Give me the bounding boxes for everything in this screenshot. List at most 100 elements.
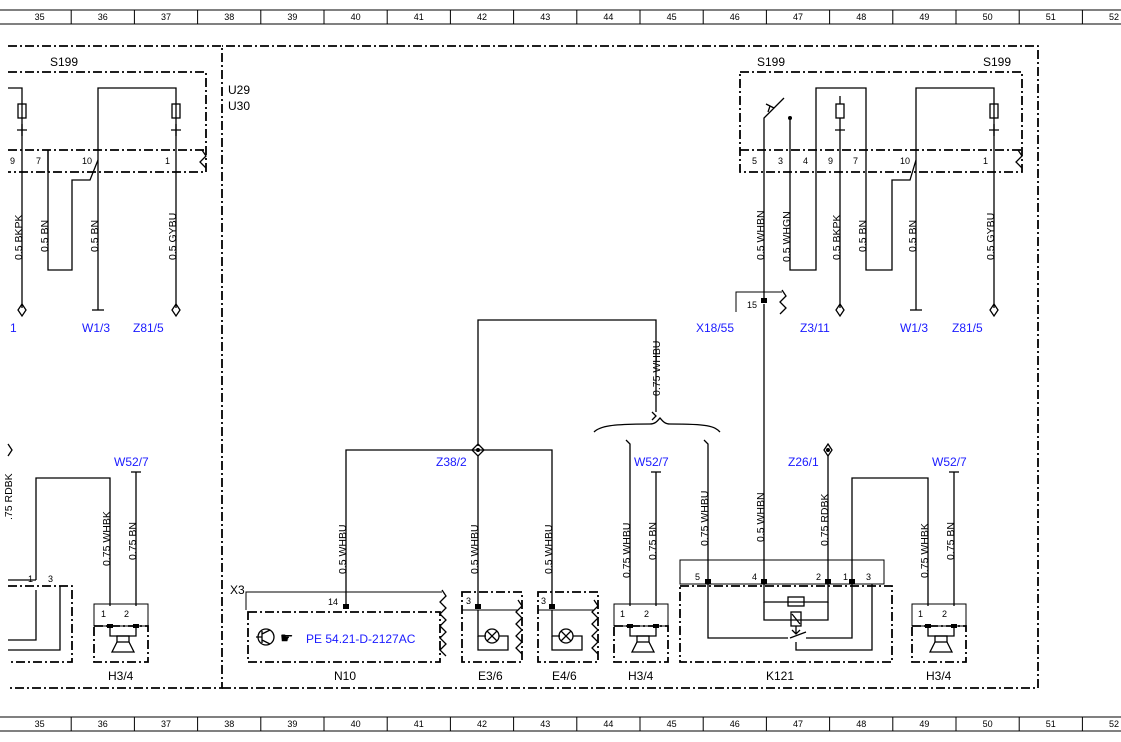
lamp-e4-6 (537, 591, 599, 663)
top-grid-number: 37 (161, 12, 171, 22)
wire-label-whbn: 0.5 WHBN (755, 210, 767, 260)
wire-label-bn: 0.5 BN (907, 220, 919, 252)
wire-label-whgn: 0.5 WHGN (781, 211, 793, 262)
top-grid-number: 44 (603, 12, 613, 22)
wire-label-bkpk: 0.5 BKPK (831, 214, 843, 260)
bottom-grid-number: 44 (603, 719, 613, 729)
speaker-h3-4-middle (613, 603, 669, 663)
e3-6-label: E3/6 (478, 669, 503, 683)
x3-label: X3 (230, 583, 245, 597)
wire-label-bn: 0.5 BN (857, 220, 869, 252)
x3-pin-14: 14 (328, 597, 338, 607)
n10-label: N10 (334, 669, 356, 683)
wire-label-bn: 0.75 BN (127, 522, 139, 560)
u29-label: U29 (228, 83, 250, 97)
wire-label-bn: 0.75 BN (647, 522, 659, 560)
h3-4-pin-1: 1 (918, 609, 923, 619)
h3-4-label: H3/4 (926, 669, 952, 683)
wire-label-whbu: 0.5 WHBU (337, 524, 349, 574)
right-pin-7: 7 (853, 156, 858, 166)
k121-pin-3: 3 (866, 572, 871, 582)
top-grid-number: 45 (667, 12, 677, 22)
ref-z38-2: Z38/2 (436, 455, 467, 469)
ref-w52-7: W52/7 (114, 455, 149, 469)
top-grid-number: 48 (856, 12, 866, 22)
connector-x18-55 (735, 289, 787, 315)
ref-w1-3: W1/3 (900, 321, 928, 335)
lamp-e3-6 (461, 591, 523, 663)
wire-label-whbu: 0.75 WHBU (651, 341, 663, 396)
bottom-grid-number: 46 (730, 719, 740, 729)
ref-w52-7: W52/7 (634, 455, 669, 469)
top-grid-number: 41 (414, 12, 424, 22)
wire-label-gybu: 0.5 GYBU (985, 213, 997, 260)
wire-label-bn: 0.5 BN (39, 220, 51, 252)
right-s199-box (739, 71, 1023, 173)
top-grid-number: 50 (983, 12, 993, 22)
ref-z26-1: Z26/1 (788, 455, 819, 469)
left-module-boundary (8, 45, 223, 689)
wire-label-bn: 0.75 BN (945, 522, 957, 560)
right-module-boundary (222, 45, 1039, 689)
bottom-grid-number: 41 (414, 719, 424, 729)
h3-4-pin-2: 2 (644, 609, 649, 619)
x18-pin-15: 15 (747, 300, 757, 310)
ref-pe-54-21: PE 54.21-D-2127AC (306, 632, 416, 646)
left-pin-1b: 1 (28, 574, 33, 584)
bottom-grid-number: 40 (351, 719, 361, 729)
h3-4-label: H3/4 (628, 669, 654, 683)
speaker-h3-4-left (93, 603, 149, 663)
bottom-grid-number: 52 (1109, 719, 1119, 729)
k121-pin-1: 1 (843, 572, 848, 582)
right-s199-label-a: S199 (757, 55, 785, 69)
wire-label-rdbk-partial: .75 RDBK (3, 473, 15, 520)
ref-z3-11: Z3/11 (800, 321, 830, 335)
bottom-grid-number: 38 (224, 719, 234, 729)
left-s199-label: S199 (50, 55, 78, 69)
right-s199-label-b: S199 (983, 55, 1011, 69)
bottom-grid-number: 43 (540, 719, 550, 729)
right-pin-10: 10 (900, 156, 910, 166)
bottom-grid-number: 50 (983, 719, 993, 729)
top-grid-number: 49 (919, 12, 929, 22)
transistor-icon (256, 628, 275, 646)
right-pin-3: 3 (778, 156, 783, 166)
ref-w1-3: W1/3 (82, 321, 110, 335)
top-grid-number: 52 (1109, 12, 1119, 22)
bottom-grid-number: 51 (1046, 719, 1056, 729)
bottom-grid-number: 35 (35, 719, 45, 729)
k121-pin-5: 5 (695, 572, 700, 582)
k121-pin-2: 2 (816, 572, 821, 582)
left-pin-10: 10 (82, 156, 92, 166)
left-pin-3b: 3 (48, 574, 53, 584)
h3-4-pin-2: 2 (942, 609, 947, 619)
e3-6-pin-3: 3 (466, 596, 471, 606)
top-grid-number: 38 (224, 12, 234, 22)
wire-label-whbu: 0.5 WHBU (469, 524, 481, 574)
top-grid-number: 35 (35, 12, 45, 22)
top-grid-number: 51 (1046, 12, 1056, 22)
e4-6-pin-3: 3 (541, 596, 546, 606)
right-pin-5: 5 (752, 156, 757, 166)
left-pin-7: 7 (36, 156, 41, 166)
wire-label-gybu: 0.5 GYBU (167, 213, 179, 260)
left-s199-box (8, 71, 207, 173)
bottom-grid-number: 42 (477, 719, 487, 729)
right-pin-4: 4 (803, 156, 808, 166)
wire-label-whbn: 0.5 WHBN (755, 492, 767, 542)
wire-label-whbu: 0.75 WHBU (699, 491, 711, 546)
speaker-h3-4-right (911, 603, 967, 663)
wire-label-rdbk: 0.75 RDBK (819, 493, 831, 546)
h3-4-label: H3/4 (108, 669, 134, 683)
ref-z81-5: Z81/5 (133, 321, 164, 335)
bottom-grid-number: 47 (793, 719, 803, 729)
u30-label: U30 (228, 99, 250, 113)
top-grid-number: 47 (793, 12, 803, 22)
k121-pin-4: 4 (752, 572, 757, 582)
bottom-grid-number: 49 (919, 719, 929, 729)
ref-x18-55: X18/55 (696, 321, 734, 335)
top-grid-number: 39 (287, 12, 297, 22)
